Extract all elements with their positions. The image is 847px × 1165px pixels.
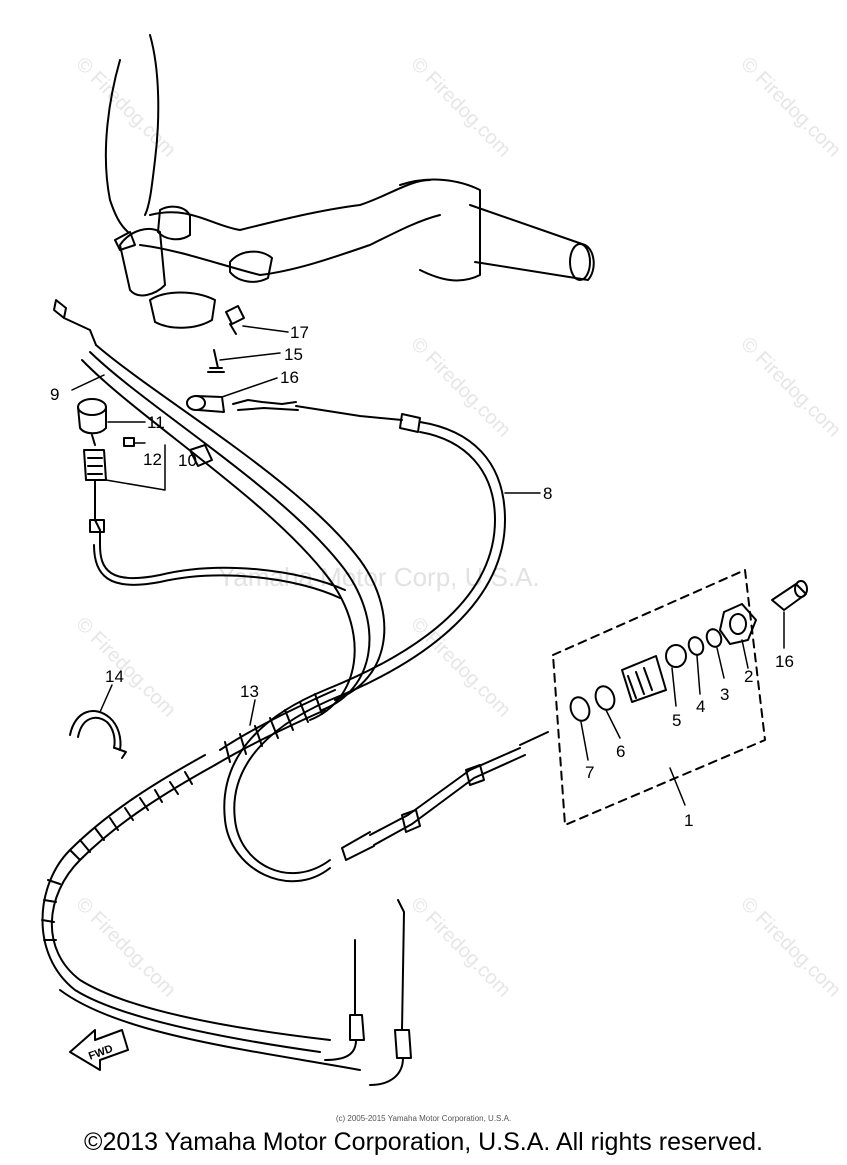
watermark-text: © Firedog.com	[406, 613, 515, 722]
part-4-washer	[687, 636, 705, 656]
part-14-clip	[69, 710, 127, 759]
assembly-box-1	[552, 569, 766, 826]
watermark-text: © Firedog.com	[71, 613, 180, 722]
part-15-screw	[207, 349, 225, 373]
watermark-text: © Firedog.com	[406, 893, 515, 1002]
callout-6: 6	[616, 742, 625, 761]
watermark-text: © Firedog.com	[736, 893, 845, 1002]
part-1-cable	[341, 731, 549, 861]
callout-14: 14	[105, 667, 124, 686]
callouts: 17 15 16 9 11 12 10 8 14 13 16 2 3 4 5 6…	[50, 323, 794, 1063]
part-17-bolt	[225, 305, 245, 335]
callout-7: 7	[585, 763, 594, 782]
watermark-text: © Firedog.com	[736, 53, 845, 162]
part-16-lower-fitting	[771, 580, 808, 611]
callout-16b: 16	[775, 652, 794, 671]
part-7-washer	[569, 696, 591, 722]
watermark-text: © Firedog.com	[736, 333, 845, 442]
callout-2: 2	[744, 667, 753, 686]
part-3-washer	[705, 628, 723, 648]
callout-9: 9	[50, 385, 59, 404]
callout-4: 4	[696, 697, 705, 716]
callout-11: 11	[147, 413, 165, 432]
handlebar	[104, 34, 595, 329]
callout-15: 15	[284, 345, 303, 364]
part-16-upper-fitting	[186, 395, 225, 413]
small-credit: (c) 2005-2015 Yamaha Motor Corporation, …	[335, 1114, 512, 1123]
watermark-text: © Firedog.com	[71, 53, 180, 162]
callout-1: 1	[684, 811, 693, 830]
callout-8: 8	[543, 484, 552, 503]
callout-5: 5	[672, 711, 681, 730]
part-13-spiral-wrap	[41, 689, 361, 1071]
callout-12: 12	[143, 450, 162, 469]
leader-lines	[71, 325, 785, 806]
watermark-text: © Firedog.com	[406, 333, 515, 442]
part-6-washer	[594, 685, 616, 711]
throttle-cable-ends	[324, 899, 412, 1086]
callout-10: 10	[178, 451, 197, 470]
part-2-nut	[719, 603, 757, 645]
part-5-fitting	[621, 644, 687, 703]
callout-16: 16	[280, 368, 299, 387]
cable-9	[53, 299, 386, 721]
callout-13: 13	[240, 682, 259, 701]
callout-17: 17	[290, 323, 309, 342]
copyright-notice: ©2013 Yamaha Motor Corporation, U.S.A. A…	[84, 1128, 763, 1156]
watermark-text: © Firedog.com	[406, 53, 515, 162]
cable-8	[223, 399, 506, 883]
callout-3: 3	[720, 685, 729, 704]
fwd-arrow-icon	[69, 1029, 129, 1071]
watermark-layer: © Firedog.com © Firedog.com © Firedog.co…	[71, 53, 845, 1002]
part-10-assembly	[77, 398, 346, 599]
